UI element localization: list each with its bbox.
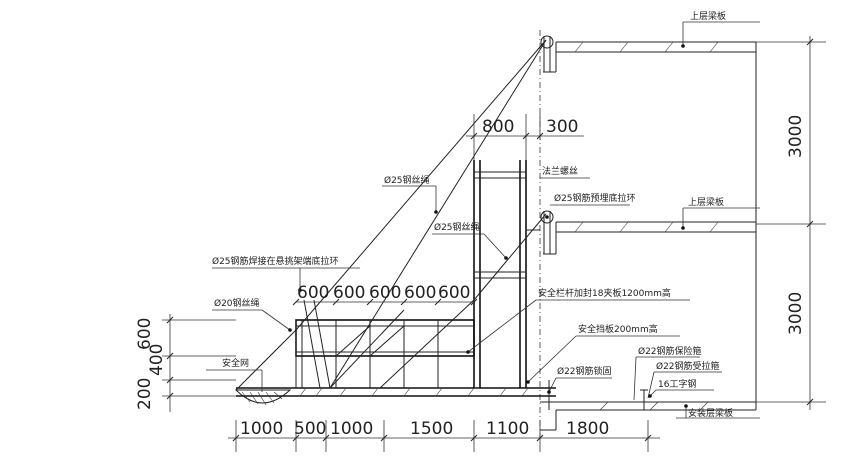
label-rebar-weld-ring: Ø25钢筋焊接在悬挑架端底拉环 <box>212 255 339 267</box>
leader-rope-25: Ø25钢丝绳 <box>382 174 438 214</box>
dim-bottom-1800: 1800 <box>566 419 609 439</box>
dim-left-200: 200 <box>135 378 155 410</box>
dim-left: 600 400 200 <box>135 314 236 412</box>
dim-spacing-4: 600 <box>404 283 436 303</box>
label-upper-beam-mid: 上层梁板 <box>688 196 724 208</box>
i-beam-platform <box>236 387 556 397</box>
middle-slab <box>543 221 756 255</box>
dim-spacing-5: 600 <box>438 283 470 303</box>
leader-install-beam: 安装层梁板 <box>676 404 760 419</box>
steel-wire-ropes <box>235 39 547 391</box>
leader-toe-board: 安全挡板200mm高 <box>526 323 680 384</box>
dim-bottom-1000b: 1000 <box>330 419 373 439</box>
leader-rope-20: Ø20钢丝绳 <box>212 297 292 332</box>
upper-slab <box>543 41 756 73</box>
label-toe-board: 安全挡板200mm高 <box>578 323 658 335</box>
label-rope-25: Ø25钢丝绳 <box>384 174 430 186</box>
dim-left-600: 600 <box>135 318 155 350</box>
label-rope-20: Ø20钢丝绳 <box>214 297 260 309</box>
leader-rebar-fix: Ø22钢筋锁固 <box>547 365 612 394</box>
leader-rope-25-b: Ø25钢丝绳 <box>432 221 508 260</box>
leader-rebar-weld-ring: Ø25钢筋焊接在悬挑架端底拉环 <box>212 255 360 292</box>
leader-upper-beam-top: 上层梁板 <box>681 10 760 48</box>
leader-rebar-pull: Ø22钢筋受拉箍 <box>647 360 722 399</box>
dim-top: 800 300 <box>466 114 584 160</box>
dim-bottom-1100: 1100 <box>486 419 529 439</box>
leader-flange-bolt: 法兰螺丝 <box>540 165 590 179</box>
label-rebar-pull: Ø22钢筋受拉箍 <box>656 360 720 372</box>
label-safety-net: 安全网 <box>222 357 249 369</box>
dim-spacing: 600 600 600 600 600 <box>292 283 478 306</box>
vertical-frame <box>473 160 540 388</box>
install-slab <box>540 401 756 431</box>
dim-right: 3000 3000 <box>756 36 826 410</box>
dim-spacing-2: 600 <box>333 283 365 303</box>
rebar-anchors <box>548 380 648 411</box>
leader-safety-net: 安全网 <box>206 357 263 392</box>
label-i-beam: 16工字钢 <box>658 378 696 390</box>
dim-800: 800 <box>482 117 514 137</box>
top-anchor-ring <box>540 35 554 72</box>
leader-upper-beam-mid: 上层梁板 <box>681 196 760 230</box>
dim-right-upper: 3000 <box>786 115 806 158</box>
leader-rebar-protect: Ø22钢筋保险箍 <box>633 345 702 401</box>
label-upper-beam-top: 上层梁板 <box>690 10 726 22</box>
leader-i-beam: 16工字钢 <box>648 378 714 398</box>
safety-net <box>234 389 292 406</box>
dim-bottom: 1000 500 1000 1500 1100 1800 <box>228 419 660 452</box>
dim-spacing-3: 600 <box>369 283 401 303</box>
label-rope-25-b: Ø25钢丝绳 <box>434 221 480 233</box>
label-rebar-protect: Ø22钢筋保险箍 <box>638 345 702 357</box>
dim-bottom-500: 500 <box>294 419 326 439</box>
dim-right-lower: 3000 <box>786 292 806 335</box>
label-railing: 安全栏杆加封18夹板1200mm高 <box>538 287 671 299</box>
railing-frame <box>295 319 475 388</box>
dim-bottom-1000a: 1000 <box>240 419 283 439</box>
label-rebar-fix: Ø22钢筋锁固 <box>557 365 612 377</box>
leader-rebar-pull-ring: Ø25钢筋预埋底拉环 <box>545 192 636 219</box>
label-flange-bolt: 法兰螺丝 <box>542 165 578 177</box>
label-install-beam: 安装层梁板 <box>688 407 733 419</box>
dim-bottom-1500: 1500 <box>410 419 453 439</box>
dim-spacing-1: 600 <box>297 283 329 303</box>
middle-anchor-ring <box>540 210 554 254</box>
label-rebar-pull-ring: Ø25钢筋预埋底拉环 <box>554 192 636 204</box>
dim-left-400: 400 <box>147 344 167 376</box>
dim-300: 300 <box>546 117 578 137</box>
leader-railing: 安全栏杆加封18夹板1200mm高 <box>466 287 690 354</box>
